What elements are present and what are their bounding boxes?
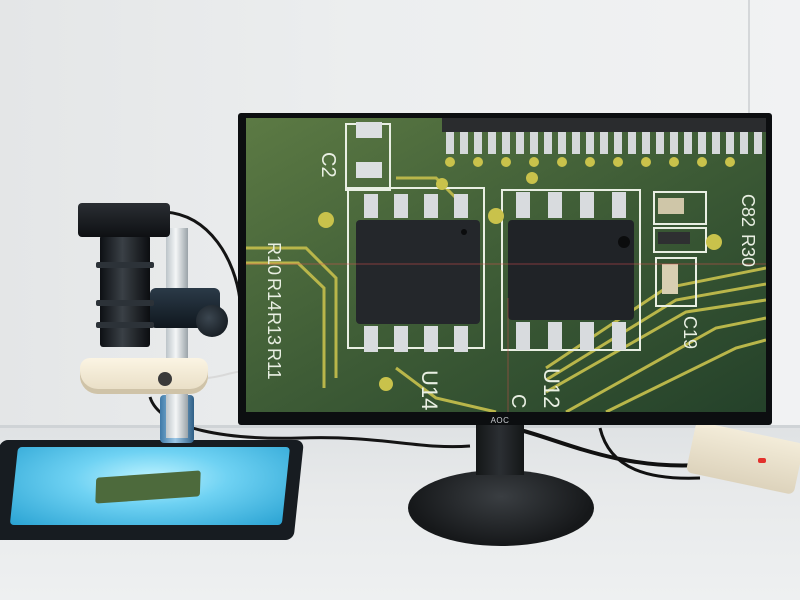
- capacitor-c19: [662, 264, 678, 294]
- smd-pad: [356, 122, 382, 138]
- lens-tube: [100, 235, 150, 347]
- lens-ring: [96, 322, 154, 328]
- desk-edge: [0, 425, 800, 428]
- camera-cable: [164, 210, 242, 301]
- monitor-screen: C2 C82 R30 C19 R10 R14 R13 R11 U14 U12 C: [246, 118, 766, 412]
- via-row: [445, 157, 735, 167]
- label-u14: U14: [417, 370, 442, 410]
- power-strip-led: [758, 458, 766, 463]
- pcb-magnified-view: C2 C82 R30 C19 R10 R14 R13 R11 U14 U12 C: [246, 118, 766, 412]
- connector-pins: [446, 132, 762, 154]
- ring-light: [80, 358, 208, 394]
- connector-body: [442, 118, 766, 132]
- chip-u12: [508, 192, 634, 350]
- smd-pad: [356, 162, 382, 178]
- copper-traces: [246, 176, 766, 412]
- monitor-cable-2: [598, 427, 701, 480]
- label-r13: R13: [264, 312, 284, 345]
- monitor-stand-neck: [476, 425, 524, 475]
- silkscreen-outlines: [345, 123, 707, 351]
- lens-ring: [96, 262, 154, 268]
- monitor-brand-logo: AOC: [490, 416, 510, 425]
- label-r11: R11: [264, 348, 284, 380]
- stand-pole: [166, 228, 188, 438]
- label-r10: R10: [264, 242, 284, 275]
- resistor-r30: [658, 232, 690, 244]
- capacitor-c82: [658, 198, 684, 214]
- lens-ring: [96, 300, 154, 306]
- label-r14: R14: [264, 278, 284, 311]
- label-c19: C19: [680, 316, 700, 349]
- label-c82: C82: [738, 194, 758, 227]
- label-r30: R30: [738, 234, 758, 267]
- ring-light-knob: [158, 372, 172, 386]
- vias: [318, 172, 722, 391]
- focus-knob: [196, 305, 228, 337]
- camera-head: [78, 203, 170, 237]
- label-c: C: [507, 394, 529, 408]
- chip-u14: [356, 194, 480, 352]
- monitor-stand-base: [408, 470, 594, 546]
- label-c2: C2: [317, 152, 339, 178]
- label-u12: U12: [539, 368, 564, 408]
- digital-microscope: [0, 0, 320, 560]
